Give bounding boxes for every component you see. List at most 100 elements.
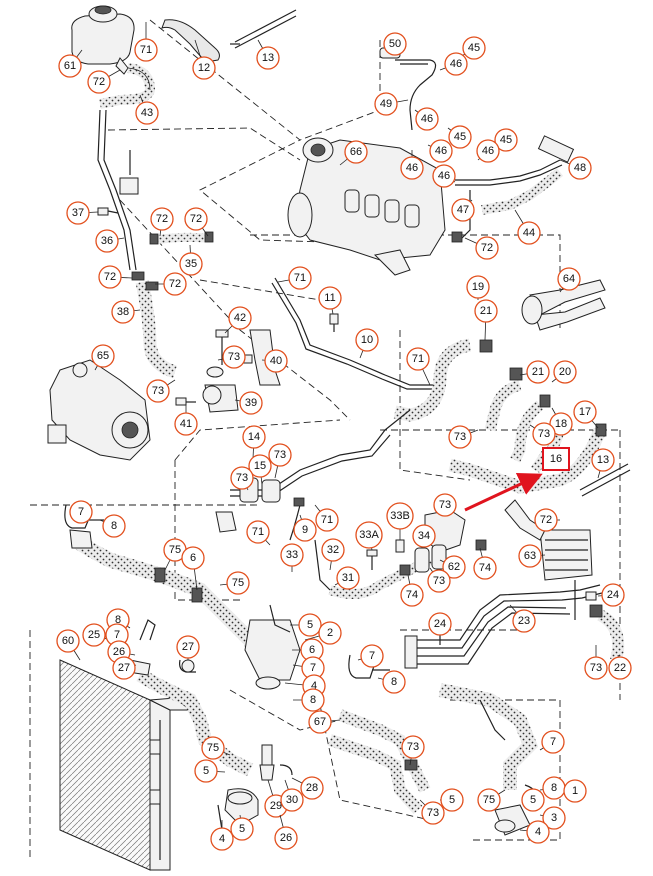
bleed-screw-13b (579, 463, 631, 497)
callout-c46b: 46 (414, 107, 439, 131)
callout-c24b: 24 (428, 612, 452, 636)
callout-number: 72 (169, 278, 181, 290)
hose-43 (99, 63, 156, 109)
callout-c46e: 46 (400, 150, 424, 180)
callout-c73f: 73 (230, 466, 254, 491)
callout-circle (201, 736, 225, 760)
callout-circle (475, 236, 499, 260)
callout-c26b: 26 (274, 814, 298, 850)
callout-number: 14 (248, 431, 260, 443)
callout-c13b: 13 (591, 448, 615, 479)
callout-circle (246, 520, 270, 544)
callout-number: 41 (180, 418, 192, 430)
callout-number: 26 (113, 646, 125, 658)
callout-circle (549, 412, 573, 436)
callout-c33b: 33B (386, 502, 414, 540)
callout-circle (563, 779, 587, 803)
bolt-33A (366, 549, 378, 570)
callout-c65: 65 (91, 344, 115, 371)
callout-circle (427, 569, 451, 593)
callout-c48: 48 (559, 156, 592, 180)
callout-number: 15 (254, 460, 266, 472)
callout-number: 49 (380, 98, 392, 110)
callout-number: 64 (563, 273, 575, 285)
callout-circle (174, 412, 198, 436)
callout-c44: 44 (514, 209, 541, 245)
callout-circle (308, 710, 332, 734)
expansion-tank (71, 5, 135, 75)
callout-number: 45 (454, 131, 466, 143)
callout-c73j: 73 (401, 735, 425, 766)
callout-c9: 9 (293, 514, 317, 542)
callout-circle (256, 46, 280, 70)
callout-number: 72 (93, 76, 105, 88)
callout-circle (300, 776, 324, 800)
callout-number: 30 (286, 794, 298, 806)
callout-c2: 2 (304, 621, 342, 645)
callout-number: 11 (324, 292, 335, 304)
callout-c32: 32 (321, 538, 345, 571)
callout-c7c: 7 (292, 656, 325, 680)
callout-number: 28 (306, 782, 318, 794)
callout-number: 48 (574, 162, 586, 174)
callout-number: 19 (472, 281, 484, 293)
callout-circle (360, 644, 384, 668)
callout-c72e: 72 (98, 265, 133, 289)
callout-c75b: 75 (219, 571, 250, 595)
callout-c41: 41 (174, 405, 198, 436)
callout-number: 13 (597, 454, 609, 466)
callout-number: 23 (518, 615, 530, 627)
callout-number: 4 (219, 833, 225, 845)
callout-number: 73 (228, 351, 240, 363)
callout-number: 46 (435, 145, 447, 157)
highlight-box (542, 447, 570, 471)
bleed-screws-13 (230, 9, 297, 49)
callout-number: 17 (579, 406, 591, 418)
callout-c12: 12 (192, 39, 216, 80)
callout-number: 71 (140, 44, 152, 56)
callout-circle (56, 629, 80, 653)
callout-highlighted-16: 16 (542, 447, 570, 471)
callout-number: 42 (234, 312, 246, 324)
callout-circle (112, 656, 136, 680)
callout-c73k: 73 (419, 799, 445, 825)
connector-64 (521, 279, 606, 331)
callout-number: 71 (412, 353, 424, 365)
callout-number: 36 (101, 235, 113, 247)
callout-circle (163, 272, 187, 296)
callout-c63: 63 (518, 544, 546, 568)
callout-circle (382, 670, 406, 694)
hose-lower-right-75 (438, 683, 541, 836)
callout-circle (494, 128, 518, 152)
callout-c37: 37 (66, 201, 99, 225)
callout-circle (542, 806, 566, 830)
callout-c21a: 21 (474, 299, 498, 341)
callout-c17: 17 (573, 400, 599, 429)
callout-circle (473, 556, 497, 580)
callout-number: 7 (550, 736, 556, 748)
callout-c8e: 8 (539, 776, 566, 800)
callout-c72c: 72 (150, 207, 174, 237)
thermostat-flange (244, 604, 301, 690)
callout-number: 45 (468, 42, 480, 54)
callout-c73e: 73 (268, 443, 292, 479)
callout-number: 50 (389, 38, 401, 50)
callout-circle (298, 613, 322, 637)
callout-c40: 40 (261, 349, 288, 373)
callout-number: 21 (532, 366, 544, 378)
callout-number: 6 (190, 552, 196, 564)
callout-c1: 1 (563, 779, 587, 803)
callout-number: 73 (427, 807, 439, 819)
callout-c29: 29 (264, 779, 288, 818)
callout-circle (429, 139, 453, 163)
callout-circle (318, 621, 342, 645)
callout-number: 4 (535, 826, 541, 838)
callout-circle (462, 36, 486, 60)
callout-circle (264, 349, 288, 373)
callout-c73i: 73 (584, 645, 608, 680)
callout-c46f: 46 (432, 164, 456, 188)
callout-circle (440, 788, 464, 812)
callout-circle (280, 543, 304, 567)
upper-hose-12 (161, 19, 220, 63)
callout-circle (111, 300, 135, 324)
